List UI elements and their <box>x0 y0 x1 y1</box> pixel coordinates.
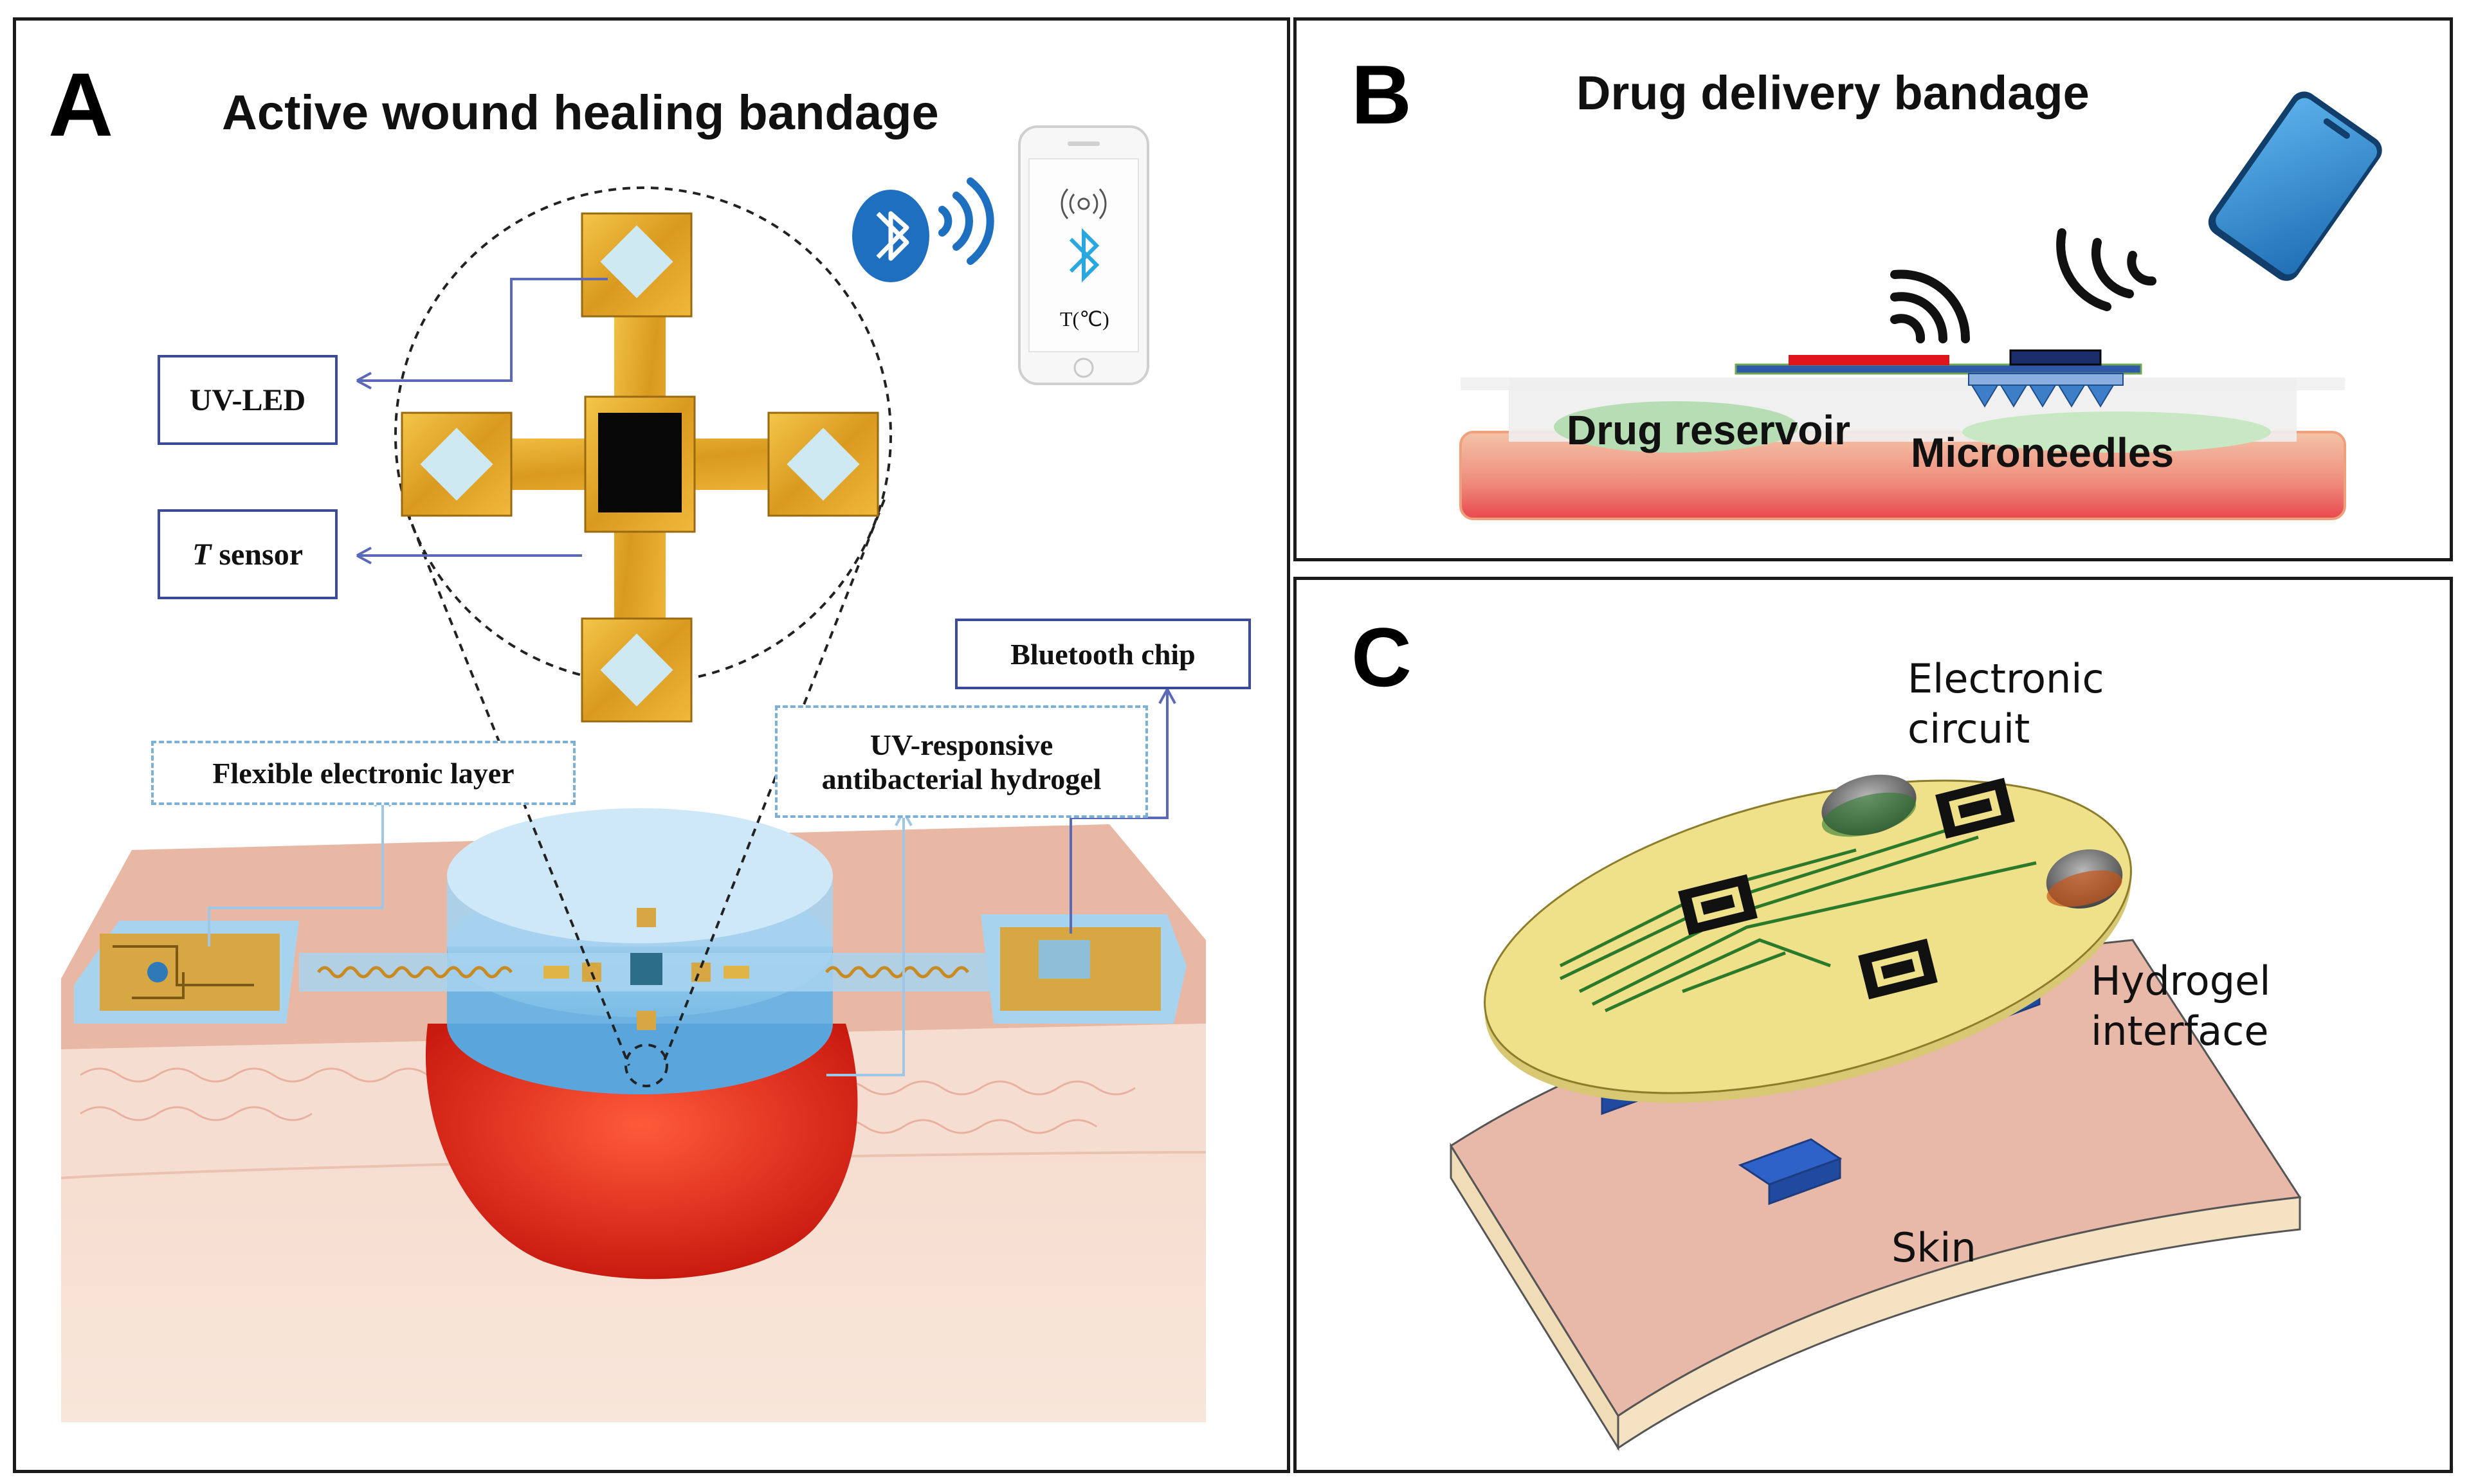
bluetooth-chip-label: Bluetooth chip <box>955 619 1251 689</box>
phone-readout: T(℃) <box>1060 307 1109 330</box>
chip <box>2009 349 2102 366</box>
wireless-signal-icon <box>938 177 994 265</box>
bluetooth-icon <box>852 190 929 282</box>
hydrogel-interface-label: Hydrogel interface <box>2091 957 2271 1054</box>
panel-a-illustration <box>60 125 1207 1422</box>
wound <box>425 1024 858 1280</box>
microneedles <box>1968 373 2124 408</box>
panel-c-letter: C <box>1351 610 1412 704</box>
panel-c: C Electronic circuit Hydrogel interface … <box>1293 577 2453 1473</box>
patch-layer <box>1735 363 2142 375</box>
flexible-strip <box>74 908 1187 1030</box>
panel-b-title: Drug delivery bandage <box>1576 66 2090 120</box>
drug-reservoir-label: Drug reservoir <box>1567 407 1851 453</box>
electronic-circuit-disc <box>1484 774 2132 1103</box>
uv-led-label: UV-LED <box>158 355 338 445</box>
panel-b: B Drug delivery bandage Drug reservoir M… <box>1293 17 2453 561</box>
flexible-layer-label: Flexible electronic layer <box>151 741 576 805</box>
hydrogel-label: UV-responsive antibacterial hydrogel <box>775 705 1148 818</box>
electronic-circuit-label: Electronic circuit <box>1908 655 2104 752</box>
hydrogel-disc <box>447 808 833 1094</box>
zoomed-device <box>401 212 879 723</box>
t-sensor-label: T sensor <box>158 509 338 599</box>
panel-b-illustration <box>1459 91 2382 520</box>
panel-a: A Active wound healing bandage T(℃) UV-L… <box>13 17 1290 1473</box>
leader-lines <box>356 278 1176 934</box>
smartphone-icon <box>1018 125 1149 385</box>
smartphone-icon <box>2208 91 2382 281</box>
heater-element <box>1789 355 1949 365</box>
skin-label: Skin <box>1891 1224 1976 1271</box>
wireless-signal-icon <box>1890 228 2156 343</box>
drug-reservoir <box>1554 401 1798 453</box>
microneedles-label: Microneedles <box>1911 430 2174 476</box>
panel-a-letter: A <box>48 54 114 155</box>
panel-a-title: Active wound healing bandage <box>222 86 939 140</box>
panel-c-illustration <box>1449 774 2302 1452</box>
panel-b-letter: B <box>1351 48 1412 141</box>
